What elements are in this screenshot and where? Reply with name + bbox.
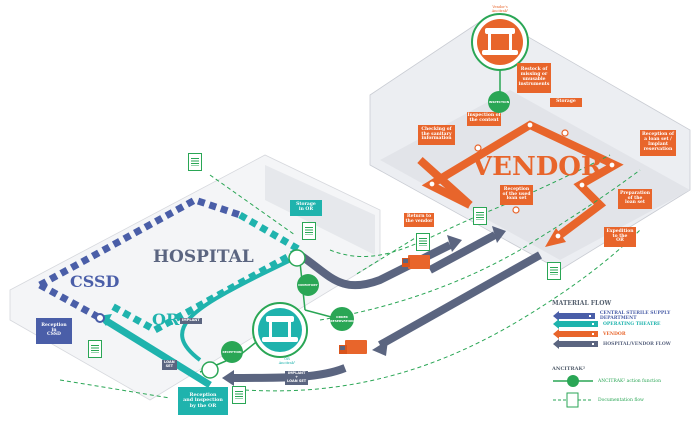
implant-pill: IMPLANT	[180, 318, 202, 324]
or-zone-title: OR	[152, 310, 180, 329]
legend-documentation-flow: Documentation flow	[553, 392, 644, 408]
hv-arrowhead-3	[372, 340, 388, 356]
step-storage: Storage	[550, 98, 582, 107]
action-order-reservation: ORDER RESERVATION	[330, 307, 354, 331]
ancitrak-action-icon	[553, 375, 593, 387]
legend-arrow-icon	[553, 329, 598, 339]
vendor-ancitrak-icon-leg	[488, 33, 491, 51]
hv-arrowhead-2	[492, 226, 506, 243]
step-reception-loan: Reception of a loan set / Implant reserv…	[640, 130, 676, 156]
vendor-ancitrak-caption: Vendor's Ancitrak²	[491, 5, 509, 13]
vendor-ancitrak-icon	[485, 28, 515, 34]
step-reception-cssd: Reception in CSSD	[36, 318, 72, 344]
vendor-nodes	[428, 121, 616, 240]
document-icon	[232, 386, 246, 404]
hv-arrowhead-4	[222, 370, 234, 386]
document-icon	[416, 233, 430, 251]
or-ancitrak-icon-leg	[288, 321, 291, 338]
step-inspection: Inspection of the content	[467, 112, 501, 126]
legend-action-function: ANCITRAK² action function	[553, 375, 661, 387]
cssd-flow-path	[38, 196, 242, 289]
step-restock: Restock of missing or unusable instrumen…	[517, 63, 551, 93]
document-icon	[547, 262, 561, 280]
hospital-vendor-flow-out	[297, 241, 452, 290]
document-icon	[88, 340, 102, 358]
cssd-node	[95, 313, 105, 323]
legend-label: Documentation flow	[598, 397, 644, 403]
legend-material-flow-title: MATERIAL FLOW	[552, 300, 612, 307]
or-ancitrak-icon-leg	[269, 321, 272, 338]
step-reception-or: Reception and inspection by the OR	[178, 387, 228, 415]
reception-or-node	[201, 361, 219, 379]
hv-arrowhead-1	[447, 235, 462, 252]
or-curve-flow	[180, 256, 296, 362]
vendor-floor	[380, 90, 690, 260]
step-expedition: Expedition to the OR	[604, 227, 636, 247]
legend-label: HOSPITAL/VENDOR FLOW	[603, 341, 671, 347]
step-return: Return to the vendor	[404, 213, 434, 227]
hospital-building	[9, 154, 381, 401]
or-ancitrak-device	[258, 308, 302, 352]
legend-item-cssd: CENTRAL STERILE SUPPLY DEPARTMENT	[553, 311, 700, 321]
hospital-vendor-flow-return	[378, 251, 542, 349]
documentation-flow-icon	[553, 392, 593, 408]
legend-item-vendor: VENDOR	[553, 329, 626, 339]
document-icon	[188, 153, 202, 171]
document-icon	[473, 207, 487, 225]
cssd-zone-title: CSSD	[70, 272, 120, 291]
action-inventory: INVENTORY	[297, 274, 319, 296]
or-solid-flow	[103, 317, 212, 388]
vendor-ancitrak-icon-leg	[509, 33, 512, 51]
legend-label: CENTRAL STERILE SUPPLY DEPARTMENT	[599, 311, 671, 321]
step-preparation: Preparation of the loan set	[618, 189, 652, 209]
step-storage-or: Storage in OR	[290, 200, 322, 216]
implant-loan-set-pill: IMPLANT + LOAN SET	[285, 371, 309, 385]
legend-arrow-icon	[553, 319, 598, 329]
loan-set-pill: LOAN SET	[162, 360, 177, 370]
truck-icon	[339, 340, 367, 354]
truck-icon	[402, 255, 430, 269]
or-ancitrak-icon-base	[262, 337, 298, 342]
hospital-zone-title: HOSPITAL	[153, 247, 254, 267]
documentation-flows	[59, 154, 641, 399]
or-ancitrak-caption: OR Ancitrak²	[278, 357, 296, 365]
document-icon	[302, 222, 316, 240]
vendor-ancitrak-icon-base	[482, 50, 518, 55]
vendor-ancitrak-device	[477, 19, 523, 65]
legend-ancitrak-title: ANCITRAK²	[552, 366, 586, 372]
legend-label: OPERATING THEATRE	[603, 321, 661, 327]
legend-label: ANCITRAK² action function	[598, 378, 661, 384]
legend-arrow-icon	[553, 311, 595, 321]
action-inspection: INSPECTION	[488, 91, 510, 113]
legend-item-or: OPERATING THEATRE	[553, 319, 661, 329]
legend-item-hospital-vendor: HOSPITAL/VENDOR FLOW	[553, 339, 671, 349]
vendor-flow-in	[417, 157, 473, 208]
legend-label: VENDOR	[603, 331, 626, 337]
vendor-zone-title: VENDOR	[472, 152, 603, 182]
storage-or-node	[288, 249, 306, 267]
action-reception: RECEPTION	[221, 341, 243, 363]
legend-arrow-icon	[553, 339, 598, 349]
step-reception-used: Reception of the used loan set	[500, 185, 533, 205]
hospital-vendor-flow-mid	[428, 231, 497, 274]
step-checking: Checking of the sanitary information	[418, 125, 455, 145]
or-ancitrak-icon	[266, 316, 294, 322]
